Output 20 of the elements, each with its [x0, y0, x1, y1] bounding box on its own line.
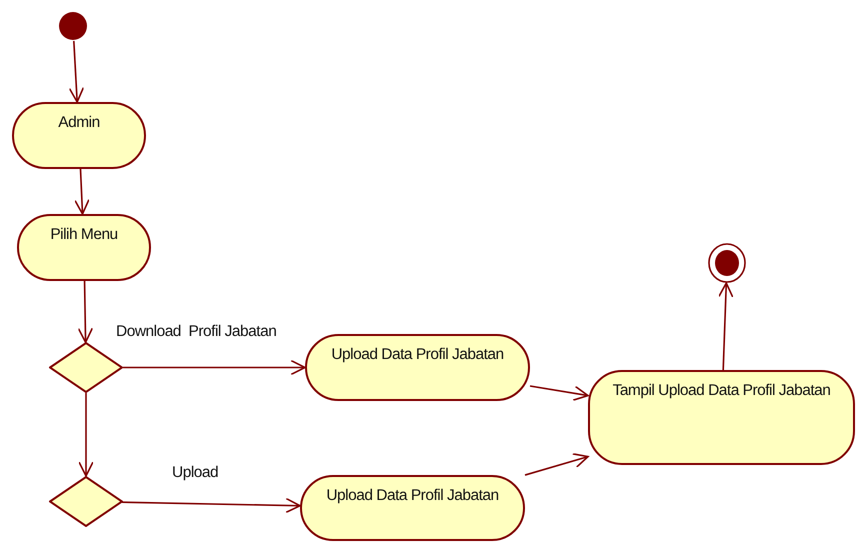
action-label: Tampil Upload Data Profil Jabatan	[612, 382, 830, 400]
arrow	[530, 385, 589, 401]
arrow	[78, 393, 94, 477]
arrow	[122, 498, 301, 514]
action-label: Upload Data Profil Jabatan	[331, 346, 504, 364]
arrow	[718, 282, 734, 370]
decision-diamond	[49, 342, 123, 393]
initial-node	[58, 11, 88, 41]
action-label: Admin	[58, 114, 100, 132]
action-label: Pilih Menu	[50, 226, 118, 244]
arrow	[68, 40, 84, 103]
arrow	[74, 168, 90, 215]
arrow	[78, 280, 94, 344]
final-node	[708, 243, 746, 283]
arrow	[123, 360, 306, 376]
arrow	[524, 453, 589, 476]
action-label: Upload Data Profil Jabatan	[326, 487, 499, 505]
edge-label: Upload	[172, 464, 218, 482]
action-node	[588, 370, 855, 465]
decision-diamond	[49, 476, 123, 527]
